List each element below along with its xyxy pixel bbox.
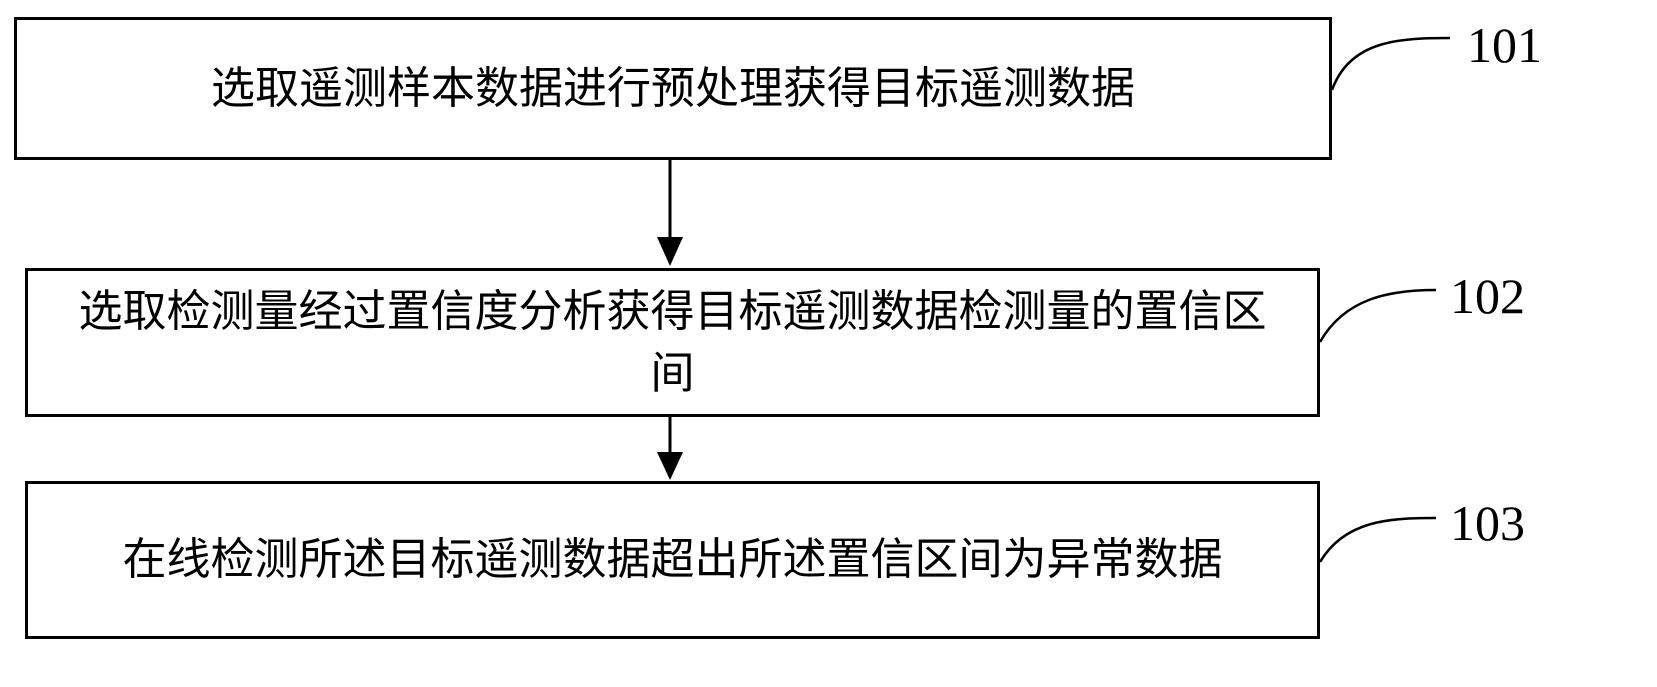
step-text-103: 在线检测所述目标遥测数据超出所述置信区间为异常数据 [122, 534, 1223, 585]
leader-line-103 [1318, 516, 1437, 563]
step-text-101: 选取遥测样本数据进行预处理获得目标遥测数据 [211, 62, 1135, 114]
leader-line-101 [1330, 36, 1451, 91]
step-box-102: 选取检测量经过置信度分析获得目标遥测数据检测量的置信区间 [25, 268, 1320, 417]
step-text-102: 选取检测量经过置信度分析获得目标遥测数据检测量的置信区间 [78, 285, 1267, 399]
arrowhead-102-103 [657, 452, 683, 480]
step-number-102: 102 [1450, 268, 1525, 324]
arrowhead-101-102 [657, 237, 683, 266]
step-box-103: 在线检测所述目标遥测数据超出所述置信区间为异常数据 [25, 481, 1320, 639]
leader-line-102 [1318, 288, 1437, 343]
step-number-103: 103 [1450, 495, 1525, 551]
step-box-101: 选取遥测样本数据进行预处理获得目标遥测数据 [14, 17, 1332, 160]
step-number-101: 101 [1467, 17, 1542, 73]
